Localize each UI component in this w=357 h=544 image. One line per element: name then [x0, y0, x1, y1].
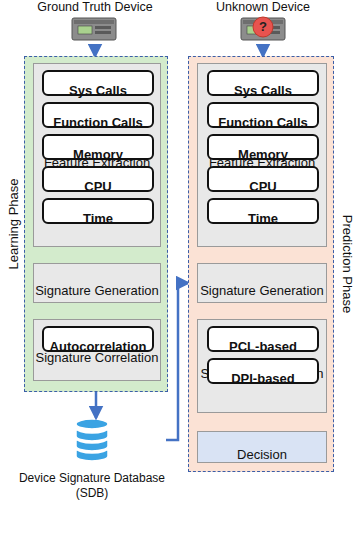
- node-label: Prediction Phase: [340, 215, 355, 313]
- method-box: PCL-based: [207, 326, 319, 352]
- stage-panel: Feature ExtractionSys CallsFunction Call…: [33, 63, 161, 247]
- feature-box: Function Calls: [207, 102, 319, 128]
- node-label: DPI-based: [209, 371, 317, 379]
- feature-box: Sys Calls: [207, 70, 319, 96]
- phase-region: Learning PhaseFeature ExtractionSys Call…: [24, 56, 168, 392]
- flow-arrow: [94, 44, 97, 56]
- node-label: Memory: [209, 147, 317, 155]
- node-label: Time: [44, 211, 152, 219]
- feature-box: Time: [42, 198, 154, 224]
- node-label: Function Calls: [44, 115, 152, 123]
- method-box: DPI-based: [207, 358, 319, 384]
- node-label: CPU: [44, 179, 152, 187]
- node-label: Decision: [237, 447, 287, 463]
- process-box: Signature Generation: [197, 263, 327, 303]
- method-box: Autocorrelation: [42, 326, 154, 352]
- device-icon: [241, 17, 285, 40]
- database-node: Device Signature Database (SDB): [18, 418, 166, 500]
- flow-arrow: [262, 44, 265, 56]
- unknown-mark: ?: [255, 19, 271, 35]
- node-label: Unknown Device: [196, 0, 330, 14]
- node-label: PCL-based: [209, 339, 317, 347]
- node-label: Sys Calls: [209, 83, 317, 91]
- feature-box: CPU: [42, 166, 154, 192]
- node-label: Signature Generation: [200, 283, 324, 299]
- flow-arrow: [95, 392, 98, 418]
- node-label: Autocorrelation: [44, 339, 152, 347]
- feature-box: Function Calls: [42, 102, 154, 128]
- stage-panel: Signature CorrelationPCL-basedDPI-based: [197, 319, 327, 413]
- flow-arrow: [166, 283, 188, 440]
- database-icon: [76, 419, 108, 461]
- node-label: Memory: [44, 147, 152, 155]
- process-box: Signature Generation: [33, 263, 161, 303]
- node-label: Signature Correlation: [34, 350, 160, 377]
- stage-panel: Signature Correlation Autocorrelation: [33, 319, 161, 381]
- node-label: Learning Phase: [6, 178, 21, 269]
- node-label: Signature Generation: [35, 283, 159, 299]
- phase-region: Prediction PhaseFeature ExtractionSys Ca…: [188, 56, 334, 472]
- node-label: Sys Calls: [44, 83, 152, 91]
- node-label: Ground Truth Device: [30, 0, 160, 14]
- node-label: Device Signature Database (SDB): [18, 471, 166, 500]
- feature-box: Memory: [42, 134, 154, 160]
- node-label: Function Calls: [209, 115, 317, 123]
- feature-box: Time: [207, 198, 319, 224]
- node-label: Time: [209, 211, 317, 219]
- node-label: CPU: [209, 179, 317, 187]
- feature-box: Sys Calls: [42, 70, 154, 96]
- feature-box: CPU: [207, 166, 319, 192]
- feature-box: Memory: [207, 134, 319, 160]
- decision-box: Decision: [197, 431, 327, 463]
- device-node: Ground Truth Device: [30, 0, 160, 44]
- device-icon: [72, 18, 116, 40]
- stage-panel: Feature ExtractionSys CallsFunction Call…: [197, 63, 327, 247]
